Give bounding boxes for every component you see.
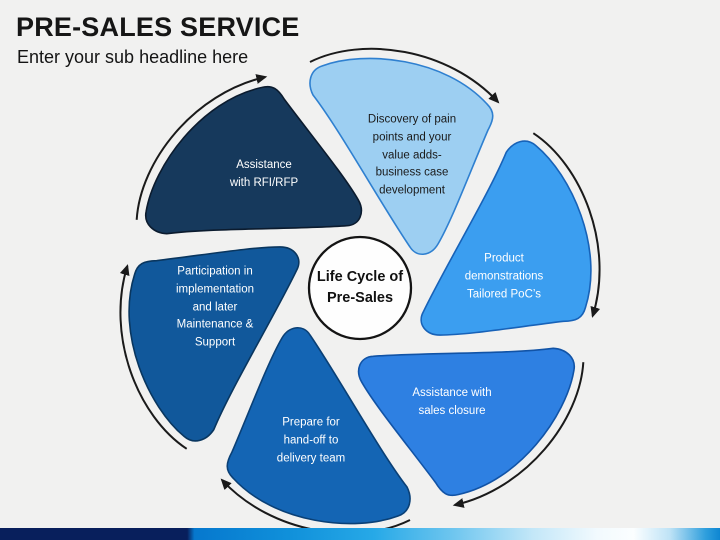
segment-hand-off <box>226 327 411 525</box>
segment-implementation-support <box>128 246 300 442</box>
segment-product-demonstrations <box>420 140 592 336</box>
segment-rfi-rfp <box>144 85 363 235</box>
center-circle <box>307 235 413 341</box>
segment-label-product-demonstrations: Product demonstrations Tailored PoC’s <box>464 252 544 300</box>
footer-gradient-bar <box>0 528 720 540</box>
cycle-segments <box>128 57 592 525</box>
flow-arrow-top <box>309 47 500 104</box>
slide-title: PRE-SALES SERVICE <box>16 12 300 42</box>
segment-sales-closure <box>357 347 576 497</box>
slide-subtitle: Enter your sub headline here <box>17 47 249 67</box>
center-label-line2: Pre-Sales <box>326 290 394 306</box>
segment-discovery <box>309 57 494 255</box>
flow-arrow-left <box>119 264 188 450</box>
flow-arrow-bottom-right <box>452 362 585 508</box>
segment-label-discovery: Discovery of pain points and your value … <box>367 113 457 197</box>
flow-arrow-top-left <box>135 74 268 220</box>
center-label-line1: Life Cycle of <box>316 268 404 285</box>
flow-arrows <box>119 47 601 535</box>
segment-label-rfi-rfp: Assistance with RFI/RFP <box>229 159 299 189</box>
segment-label-hand-off: Prepare for hand-off to delivery team <box>276 416 346 464</box>
flow-arrow-right <box>532 132 601 318</box>
segment-label-sales-closure: Assistance with sales closure <box>412 387 492 417</box>
center-label: Life Cycle of Pre-Sales <box>305 267 415 309</box>
segment-label-implementation-support: Participation in implementation and late… <box>176 265 254 349</box>
